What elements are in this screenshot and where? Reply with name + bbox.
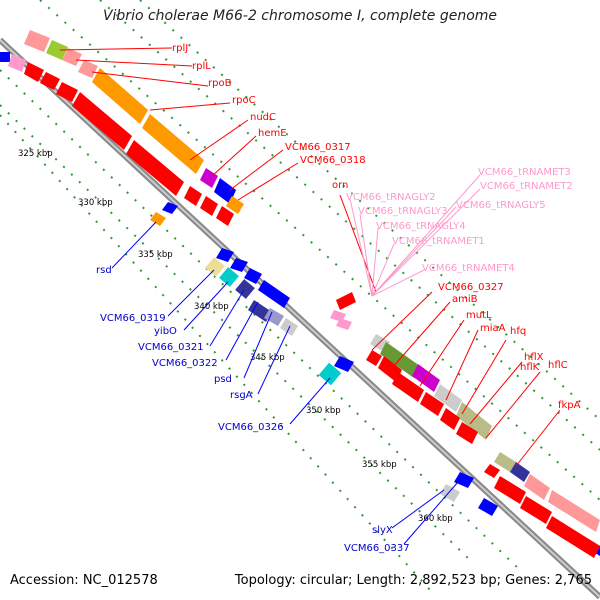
label-VCM66_0337: VCM66_0337: [344, 543, 410, 554]
label-tRNAMET3: VCM66_tRNAMET3: [478, 167, 571, 178]
label-rpoB: rpoB: [208, 78, 232, 89]
label-hflC: hflC: [548, 360, 568, 371]
label-tRNAGLY4: VCM66_tRNAGLY4: [376, 221, 466, 232]
label-miaA: miaA: [480, 323, 506, 334]
genes-forward-inner: [8, 54, 234, 226]
callouts-pink: [349, 174, 481, 297]
genes-reverse: [150, 202, 600, 556]
label-rsd: rsd: [96, 265, 112, 276]
label-VCM66_0321: VCM66_0321: [138, 342, 204, 353]
backbone: [0, 37, 600, 600]
label-rsgA: rsgA: [230, 390, 253, 401]
label-hflK: hflK: [520, 362, 540, 373]
svg-text:360 kbp: 360 kbp: [418, 514, 453, 524]
svg-text:345 kbp: 345 kbp: [250, 353, 285, 363]
callouts-blue: [111, 221, 459, 545]
label-yibO: yibO: [154, 326, 177, 337]
svg-text:335 kbp: 335 kbp: [138, 250, 173, 260]
label-hemE: hemE: [258, 128, 287, 139]
svg-text:355 kbp: 355 kbp: [362, 460, 397, 470]
svg-text:330 kbp: 330 kbp: [78, 198, 113, 208]
label-slyX: slyX: [372, 525, 393, 536]
accession-text: Accession: NC_012578: [10, 573, 158, 588]
gene-rpoC-block: [142, 114, 204, 174]
labels-pink: VCM66_tRNAMET3 VCM66_tRNAMET2 VCM66_tRNA…: [346, 167, 573, 274]
label-amiB: amiB: [452, 294, 478, 305]
kbp-labels: 325 kbp 330 kbp 335 kbp 340 kbp 345 kbp …: [18, 149, 453, 524]
label-mutL: mutL: [466, 310, 492, 321]
label-orn: orn: [332, 180, 348, 191]
callouts-red: [59, 47, 561, 467]
label-hfq: hfq: [510, 326, 526, 337]
genome-stats-text: Topology: circular; Length: 2,892,523 bp…: [234, 573, 592, 588]
label-tRNAGLY2: VCM66_tRNAGLY2: [346, 192, 436, 203]
svg-text:325 kbp: 325 kbp: [18, 149, 53, 159]
label-rplJ: rplJ: [172, 43, 188, 54]
label-psd: psd: [214, 374, 232, 385]
labels-blue: rsd VCM66_0319 yibO VCM66_0321 VCM66_032…: [96, 265, 410, 554]
label-hflX: hflX: [524, 352, 544, 363]
genes-forward-lower: [366, 334, 600, 558]
label-tRNAMET1: VCM66_tRNAMET1: [392, 236, 485, 247]
label-VCM66_0318: VCM66_0318: [300, 155, 366, 166]
label-VCM66_0322: VCM66_0322: [152, 358, 218, 369]
svg-text:350 kbp: 350 kbp: [306, 406, 341, 416]
label-VCM66_0317: VCM66_0317: [285, 142, 351, 153]
label-tRNAGLY5: VCM66_tRNAGLY5: [456, 200, 546, 211]
labels-red: rplJ rplL rpoB rpoC nudC hemE VCM66_0317…: [172, 43, 581, 411]
map-title: Vibrio cholerae M66-2 chromosome I, comp…: [102, 8, 498, 24]
label-nudC: nudC: [250, 112, 276, 123]
label-VCM66_0327: VCM66_0327: [438, 282, 504, 293]
label-tRNAGLY3: VCM66_tRNAGLY3: [358, 206, 448, 217]
label-fkpA: fkpA: [558, 400, 581, 411]
genes-forward-outer: [0, 30, 244, 214]
gene-rplJ-block: [24, 30, 50, 52]
label-tRNAMET4: VCM66_tRNAMET4: [422, 263, 515, 274]
label-rpoC: rpoC: [232, 95, 256, 106]
trna-cluster: [330, 292, 356, 330]
gene-rpoB-block: [92, 68, 148, 124]
svg-text:340 kbp: 340 kbp: [194, 302, 229, 312]
label-tRNAMET2: VCM66_tRNAMET2: [480, 181, 573, 192]
label-VCM66_0326: VCM66_0326: [218, 422, 284, 433]
label-VCM66_0319: VCM66_0319: [100, 313, 166, 324]
label-rplL: rplL: [192, 61, 211, 72]
